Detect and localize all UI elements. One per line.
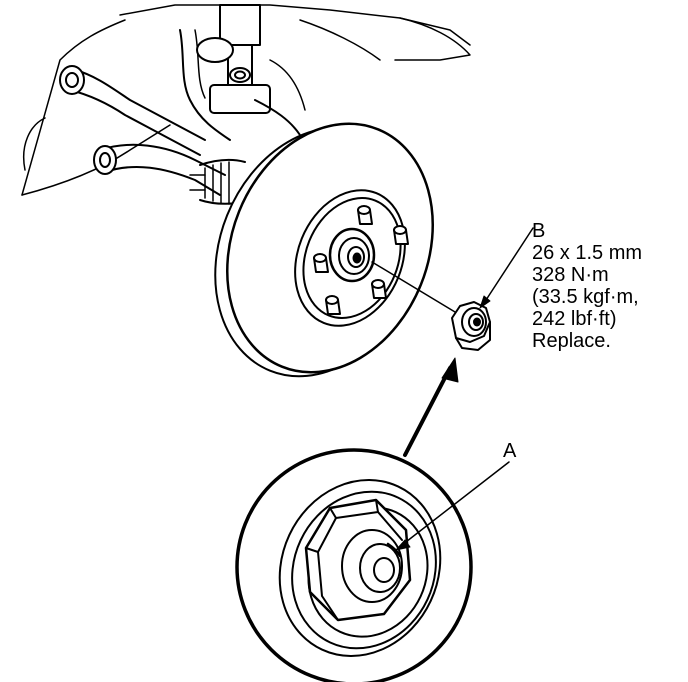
wheel-stud <box>371 279 387 299</box>
callout-a-letter: A <box>503 440 517 462</box>
wheel-stud <box>357 205 373 225</box>
callout-b: B 26 x 1.5 mm 328 N·m (33.5 kgf·m, 242 l… <box>532 220 642 352</box>
callout-b-torque-nm: 328 N·m <box>532 264 609 286</box>
callout-a: A <box>503 440 516 462</box>
brake-disc <box>214 122 434 378</box>
wheel-hub <box>313 205 461 316</box>
callout-b-size: 26 x 1.5 mm <box>532 242 643 264</box>
leader-b <box>479 227 534 309</box>
leader-a <box>395 461 510 551</box>
callout-b-letter: B <box>532 220 546 242</box>
spindle-nut-detail <box>304 498 412 622</box>
suspension-assembly <box>21 4 471 205</box>
detail-view <box>235 448 473 682</box>
spindle-nut <box>451 301 491 351</box>
wheel-stud <box>325 295 341 315</box>
wheel-stud <box>313 253 329 273</box>
callout-b-torque-kgfm: (33.5 kgf·m, <box>532 286 639 308</box>
callout-b-note: Replace. <box>532 330 611 352</box>
detail-arrow <box>403 357 459 457</box>
callout-b-torque-lbfft: 242 lbf·ft) <box>532 308 617 330</box>
wheel-stud <box>393 225 409 245</box>
